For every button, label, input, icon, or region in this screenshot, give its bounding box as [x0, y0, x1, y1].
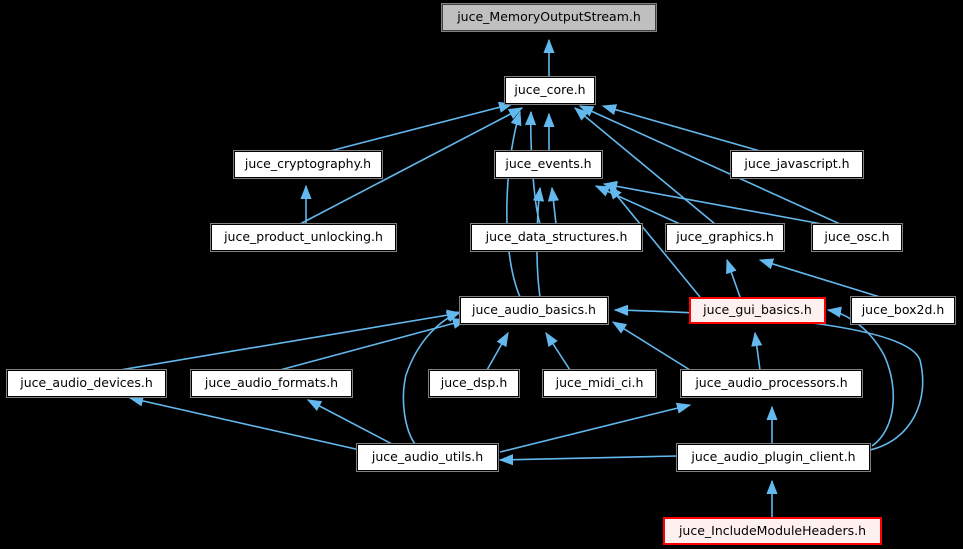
graph-node-label: juce_data_structures.h — [485, 229, 628, 245]
graph-node-label: juce_osc.h — [824, 229, 890, 245]
graph-node-dsp[interactable]: juce_dsp.h — [428, 369, 520, 398]
graph-node-audio_plugin_client[interactable]: juce_audio_plugin_client.h — [676, 443, 871, 472]
graph-node-label: juce_audio_plugin_client.h — [691, 449, 856, 465]
graph-edge — [602, 180, 823, 225]
graph-node-label: juce_dsp.h — [440, 375, 508, 391]
graph-edge — [751, 331, 763, 371]
graph-edge — [726, 258, 741, 298]
graph-node-core[interactable]: juce_core.h — [504, 76, 596, 105]
graph-node-audio_utils[interactable]: juce_audio_utils.h — [356, 443, 499, 472]
graph-node-label: juce_box2d.h — [861, 302, 945, 318]
graph-node-memoryoutputstream[interactable]: juce_MemoryOutputStream.h — [441, 3, 657, 32]
graph-node-cryptography[interactable]: juce_cryptography.h — [233, 150, 383, 179]
graph-edge — [329, 101, 514, 152]
graph-node-label: juce_audio_devices.h — [20, 375, 153, 391]
graph-edge — [578, 105, 841, 225]
graph-node-gui_basics[interactable]: juce_gui_basics.h — [689, 297, 826, 324]
graph-node-include_module_headers[interactable]: juce_IncludeModuleHeaders.h — [663, 517, 882, 545]
graph-edge — [486, 331, 509, 371]
graph-node-label: juce_audio_formats.h — [204, 375, 339, 391]
graph-edge — [547, 186, 560, 225]
graph-node-midi_ci[interactable]: juce_midi_ci.h — [542, 369, 657, 398]
graph-node-label: juce_audio_basics.h — [472, 302, 596, 318]
graph-node-graphics[interactable]: juce_graphics.h — [665, 223, 785, 252]
graph-node-label: juce_javascript.h — [744, 156, 850, 172]
graph-edge — [611, 321, 691, 371]
graph-node-audio_formats[interactable]: juce_audio_formats.h — [190, 369, 353, 398]
graph-edge — [306, 399, 393, 445]
graph-edge — [758, 258, 881, 298]
graph-node-product_unlocking[interactable]: juce_product_unlocking.h — [210, 223, 397, 252]
graph-edge — [128, 395, 361, 451]
graph-edge — [506, 110, 522, 298]
graph-node-box2d[interactable]: juce_box2d.h — [850, 296, 956, 325]
graph-node-osc[interactable]: juce_osc.h — [811, 223, 903, 252]
graph-node-events[interactable]: juce_events.h — [494, 150, 603, 179]
graph-node-label: juce_cryptography.h — [244, 156, 372, 172]
graph-node-label: juce_core.h — [514, 82, 586, 98]
graph-node-label: juce_MemoryOutputStream.h — [457, 9, 641, 25]
graph-node-label: juce_audio_processors.h — [695, 375, 848, 391]
graph-edge — [119, 309, 462, 371]
graph-node-javascript[interactable]: juce_javascript.h — [730, 150, 864, 179]
graph-node-audio_basics[interactable]: juce_audio_basics.h — [459, 296, 609, 325]
graph-node-label: juce_product_unlocking.h — [224, 229, 383, 245]
graph-node-label: juce_events.h — [505, 156, 592, 172]
graph-edge — [498, 454, 678, 466]
graph-edge — [608, 185, 701, 298]
graph-edge — [601, 104, 761, 152]
graph-node-data_structures[interactable]: juce_data_structures.h — [470, 223, 643, 252]
graph-node-label: juce_IncludeModuleHeaders.h — [678, 522, 867, 538]
graph-edge — [499, 402, 692, 453]
graph-node-audio_devices[interactable]: juce_audio_devices.h — [6, 369, 167, 398]
graph-edge — [826, 306, 895, 447]
graph-edge — [594, 185, 681, 225]
graph-edge — [574, 107, 716, 225]
graph-edge — [299, 107, 524, 225]
graph-edge — [545, 331, 571, 371]
graph-node-label: juce_audio_utils.h — [371, 449, 484, 465]
graph-node-label: juce_graphics.h — [676, 229, 774, 245]
graph-node-label: juce_midi_ci.h — [555, 375, 644, 391]
graph-node-audio_processors[interactable]: juce_audio_processors.h — [680, 369, 863, 398]
graph-edge — [402, 311, 462, 445]
graph-node-label: juce_gui_basics.h — [703, 302, 812, 318]
